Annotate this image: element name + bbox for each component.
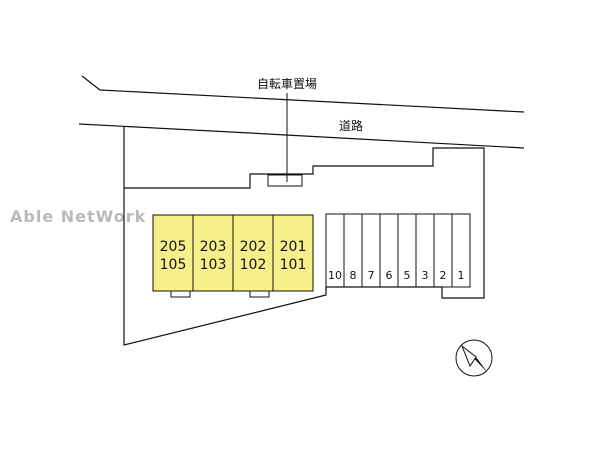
parking-slot-number: 3: [422, 269, 429, 282]
parking-slot-number: 2: [440, 269, 447, 282]
road-edge-upper: [81, 75, 525, 113]
watermark: Able NetWork: [10, 207, 147, 226]
entrance-step: [170, 290, 191, 298]
road-label: 道路: [339, 118, 363, 133]
parking-slot-number: 6: [386, 269, 393, 282]
bicycle-parking-label: 自転車置場: [257, 77, 317, 91]
parking-slot-number: 1: [458, 269, 465, 282]
parking-slot-number: 7: [368, 269, 375, 282]
unit-number-lower: 101: [280, 257, 307, 273]
site-boundary: [123, 126, 485, 346]
unit-number-upper: 205: [160, 239, 187, 255]
road-edge-lower: [78, 123, 525, 149]
north-arrow-icon: [455, 339, 493, 377]
entrance-step: [249, 290, 270, 298]
unit-number-upper: 202: [240, 239, 267, 255]
bicycle-parking-area: [267, 174, 303, 187]
parking-slot-number: 8: [350, 269, 357, 282]
unit-number-upper: 201: [280, 239, 307, 255]
parking-slot-number: 10: [328, 269, 342, 282]
unit-number-lower: 102: [240, 257, 267, 273]
parking-slot-number: 5: [404, 269, 411, 282]
unit-number-lower: 105: [160, 257, 187, 273]
unit-number-upper: 203: [200, 239, 227, 255]
unit-number-lower: 103: [200, 257, 227, 273]
